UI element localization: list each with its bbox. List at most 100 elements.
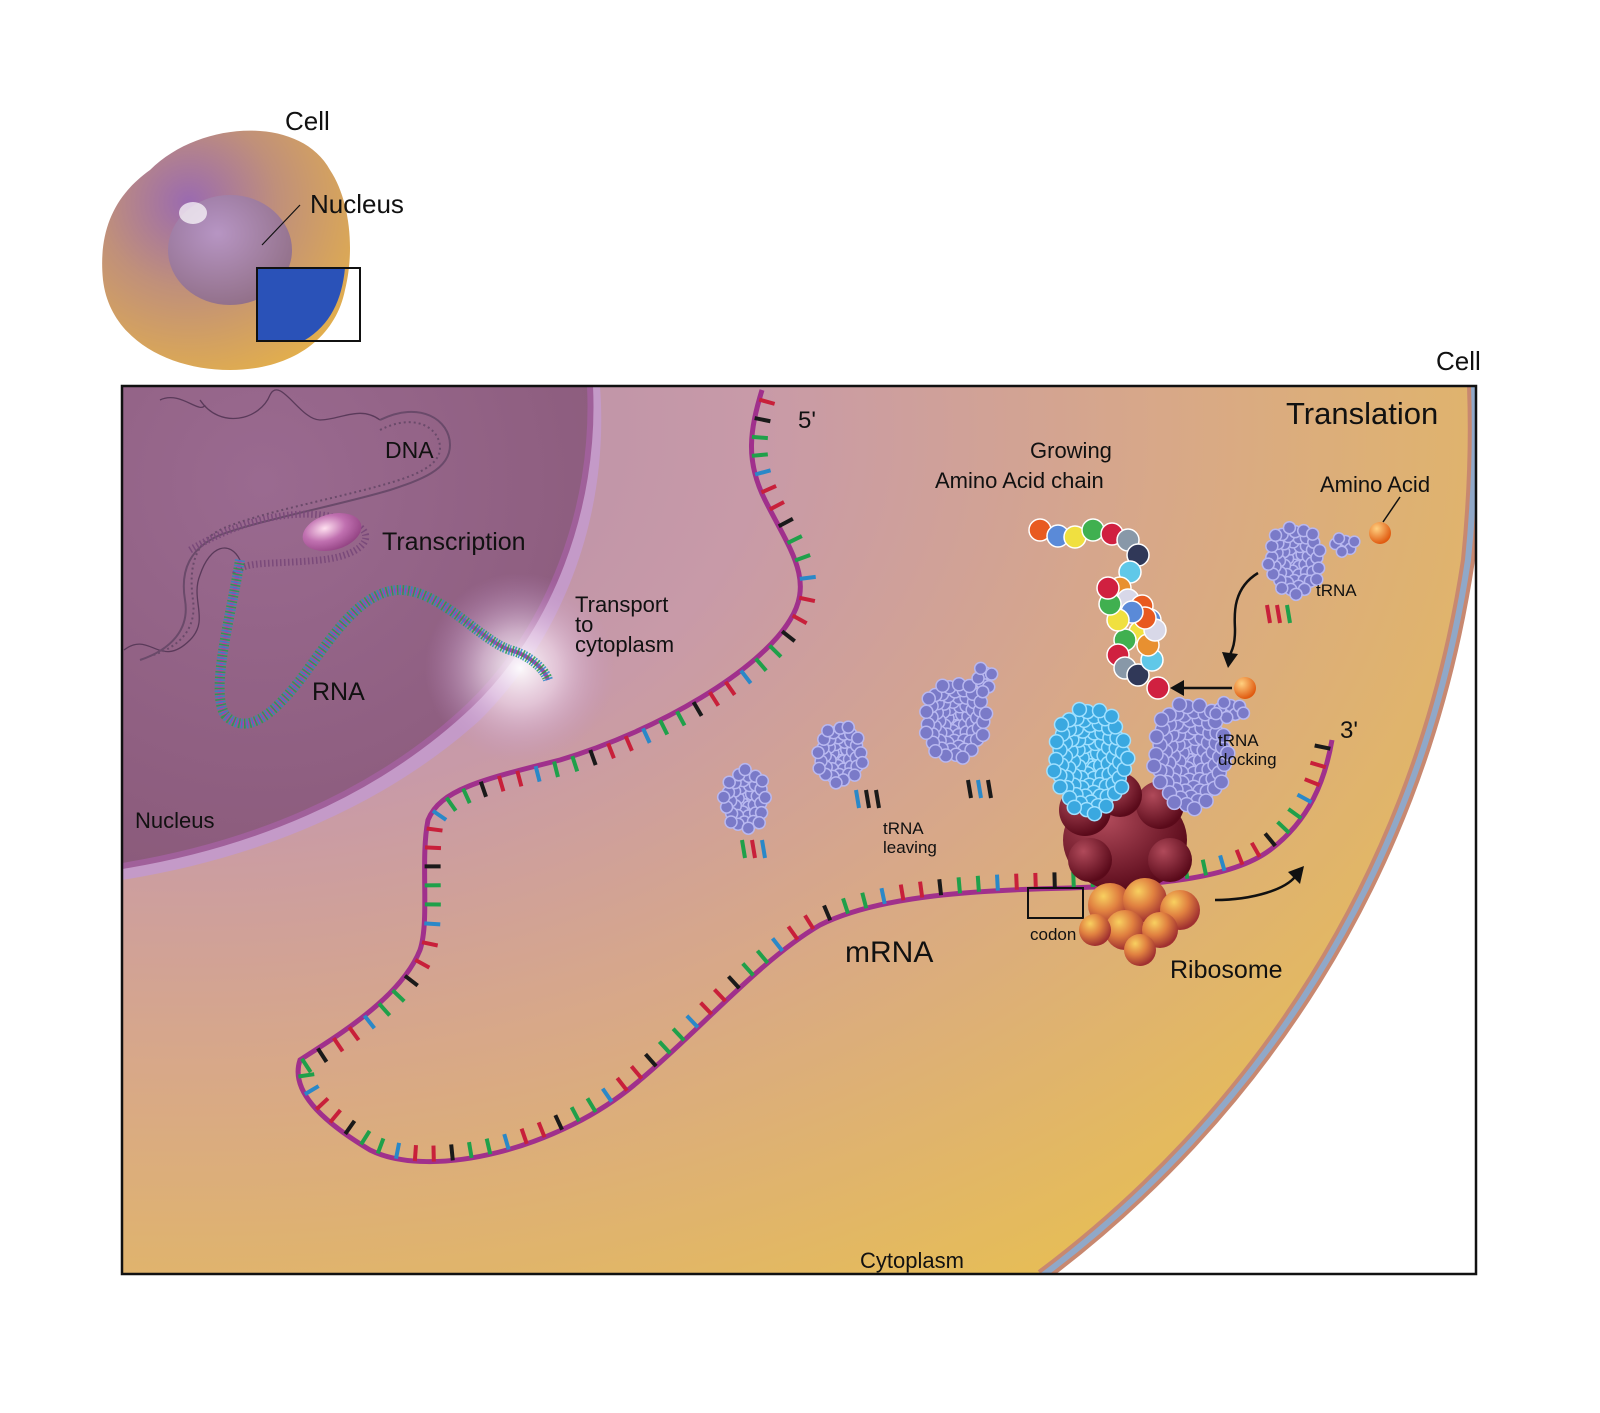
trna-bead: [1098, 798, 1114, 814]
mrna-nucleotide: [629, 1065, 644, 1080]
trna-docked-blue: [1046, 701, 1136, 822]
mrna-nucleotide: [424, 845, 442, 851]
trna-bead: [1217, 695, 1231, 710]
mrna-nucleotide: [723, 680, 737, 697]
trna-anticodon: [750, 839, 757, 859]
dna-transcription-loop: [188, 510, 370, 577]
mrna-nucleotide: [328, 1108, 342, 1124]
trna-bead: [1046, 763, 1062, 779]
mrna-nucleotide: [1263, 832, 1277, 848]
mrna-nucleotide: [421, 940, 439, 948]
dna-label: DNA: [385, 437, 434, 463]
mrna-nucleotide: [841, 897, 850, 915]
trna-bead: [821, 724, 835, 738]
trna-bead: [1261, 557, 1275, 571]
main-panel: [122, 386, 1476, 1274]
trna-anticodon: [874, 789, 881, 809]
trna-bead: [1146, 758, 1162, 774]
mrna-nucleotide: [570, 755, 580, 772]
mrna-nucleotide: [937, 879, 944, 896]
trna-bead: [921, 691, 936, 706]
mrna-nucleotide: [359, 1129, 372, 1146]
mrna-nucleotide: [316, 1047, 329, 1063]
mrna-nucleotide: [794, 553, 811, 563]
trna-docking-label-line1: tRNA: [1218, 731, 1259, 750]
amino-acid-bead: [1081, 518, 1105, 542]
mrna-nucleotide: [658, 719, 670, 736]
mrna-nucleotide: [786, 925, 800, 941]
codon-label: codon: [1030, 925, 1076, 944]
mrna-nucleotide: [956, 877, 962, 894]
mrna-nucleotide: [768, 500, 785, 512]
amino-acid-bead: [1096, 576, 1120, 600]
mrna-nucleotide: [515, 770, 524, 787]
trna-anticodon: [1285, 604, 1292, 624]
trna-bead: [1148, 729, 1165, 745]
mrna-nucleotide: [424, 921, 441, 927]
transport-label-line1: Transport: [575, 592, 668, 617]
mrna-nucleotide: [760, 484, 777, 495]
mrna-nucleotide: [553, 1114, 564, 1131]
trna-bead: [1312, 543, 1327, 558]
mrna-nucleotide: [751, 452, 768, 458]
growing-amino-acid-chain: [1028, 518, 1170, 700]
trna-label: tRNA: [1316, 581, 1357, 600]
trna-bead: [1048, 734, 1065, 750]
mrna-nucleotide: [691, 701, 704, 717]
trna-approach-arrow: [1228, 571, 1259, 656]
trna-bead: [1115, 732, 1132, 749]
nucleus-label: Nucleus: [135, 808, 214, 833]
mrna-nucleotide: [898, 884, 906, 901]
mrna-nucleotide: [1250, 841, 1262, 858]
mrna-nucleotide: [786, 534, 803, 545]
dna-strands: [123, 389, 381, 653]
mrna-nucleotide: [585, 1097, 598, 1114]
mrna-nucleotide: [394, 1142, 402, 1159]
overview-cell: Cell Nucleus: [102, 106, 404, 370]
trna-bead: [1120, 750, 1136, 767]
mrna-nucleotide: [1014, 873, 1019, 890]
trna-bead: [1153, 711, 1170, 728]
trna-bead: [1186, 800, 1203, 817]
mrna-nucleotide: [754, 468, 772, 477]
mrna-nucleotide: [362, 1014, 376, 1030]
nascent-rna: [214, 559, 553, 729]
five-prime-label: 5': [798, 407, 816, 434]
mrna-nucleotide: [644, 1052, 658, 1068]
trna-bead: [935, 678, 950, 694]
cell-membrane-core: [1040, 386, 1476, 1274]
trna-bead: [976, 684, 990, 699]
trna-anticodon: [1275, 604, 1282, 624]
rna-label: RNA: [312, 678, 365, 706]
mrna-nucleotide: [552, 760, 560, 778]
trna-bead: [724, 815, 738, 829]
trna-bead: [716, 790, 731, 804]
mrna-nucleotide: [758, 397, 776, 406]
trna-bead: [1236, 706, 1251, 720]
amino-acid-chain-end: [1146, 676, 1170, 700]
amino-acid-incoming: [1234, 677, 1256, 699]
ribosome-label: Ribosome: [1170, 956, 1283, 984]
three-prime-label: 3': [1340, 717, 1358, 744]
mrna-nucleotide: [615, 1076, 629, 1092]
mrna-nucleotide: [777, 516, 794, 529]
mrna-nucleotide: [484, 1138, 493, 1155]
trna-bead: [973, 661, 988, 676]
amino-acid-label: Amino Acid: [1320, 472, 1430, 497]
cytoplasm-label: Cytoplasm: [860, 1248, 964, 1273]
mrna-nucleotide: [478, 781, 488, 798]
trna-bead: [1268, 528, 1283, 543]
trna-anticodon: [976, 779, 983, 799]
growing-chain-label-line2: Amino Acid chain: [935, 468, 1104, 493]
trna-bead: [1086, 805, 1103, 822]
overview-zoom-region: [257, 268, 345, 340]
trna-incoming-arm: [1329, 532, 1361, 558]
trna-bead: [1113, 779, 1130, 795]
mrna-nucleotide: [533, 765, 542, 783]
trna-docked-purple: [1146, 696, 1236, 817]
mrna-nucleotide: [300, 1057, 313, 1074]
mrna-nucleotide: [412, 1144, 418, 1162]
mrna-nucleotide: [995, 874, 1000, 891]
mrna-nucleotide: [461, 787, 472, 804]
mrna-nucleotide: [1234, 849, 1245, 866]
